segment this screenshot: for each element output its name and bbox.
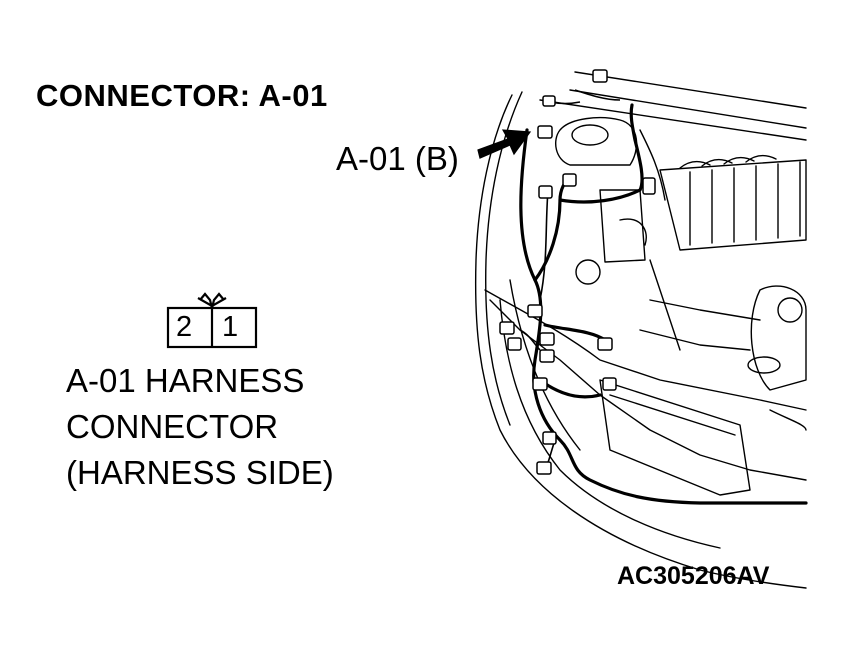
- figure-id: AC305206AV: [617, 562, 770, 590]
- page-title: CONNECTOR: A-01: [36, 78, 328, 113]
- connector-face-symbol: [166, 292, 258, 349]
- connector-pin-2: 2: [176, 311, 193, 343]
- caption-line-3: (HARNESS SIDE): [66, 454, 334, 491]
- caption-line-2: CONNECTOR: [66, 408, 279, 445]
- connector-callout-label: A-01 (B): [336, 140, 459, 177]
- connector-pin-1: 1: [222, 311, 239, 343]
- callout-arrow: [477, 129, 532, 159]
- caption-line-1: A-01 HARNESS: [66, 362, 305, 399]
- connector-caption: A-01 HARNESS CONNECTOR (HARNESS SIDE): [66, 358, 334, 496]
